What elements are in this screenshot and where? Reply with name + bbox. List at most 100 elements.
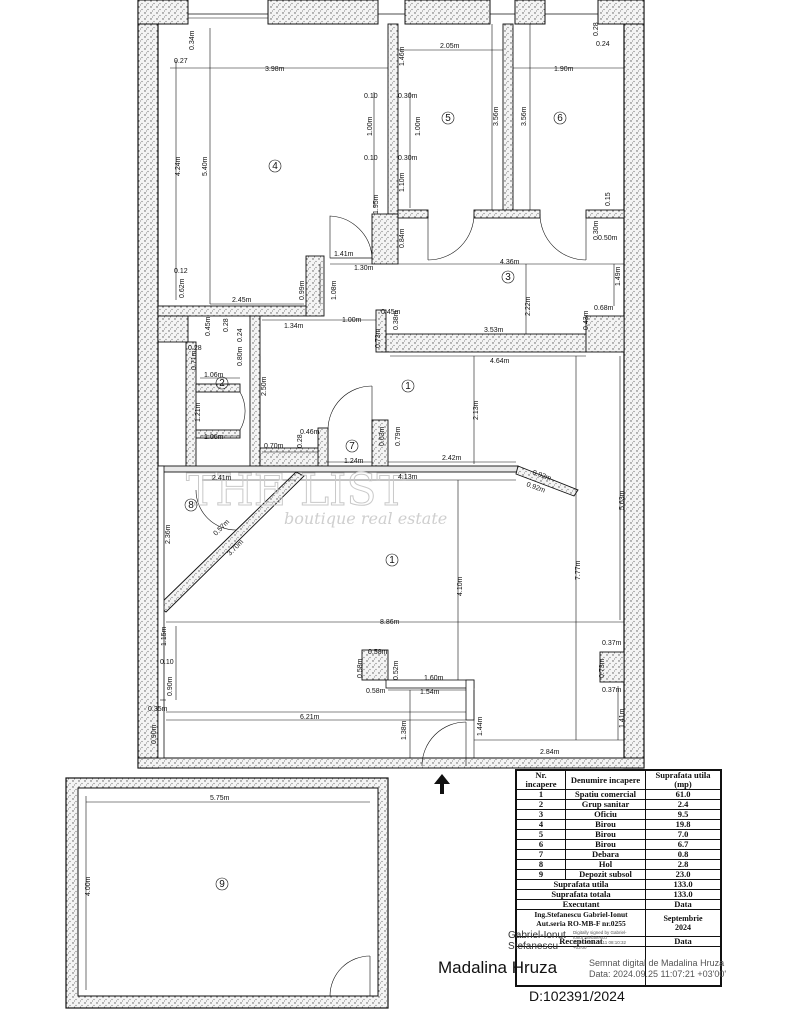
exterior-walls — [137, 0, 645, 769]
room-number-3: 3 — [505, 272, 511, 283]
dim-label: 1.60m — [424, 675, 444, 682]
digital-line2: Ionut Stefanescu — [573, 935, 607, 940]
dim-label: 0.10 — [160, 659, 174, 666]
dim-label: 0.30m — [398, 155, 418, 162]
legend-area: 2.8 — [645, 859, 721, 870]
dim-label: 0.12 — [174, 268, 188, 275]
legend-name: Spatiu comercial — [565, 789, 646, 800]
signature-name-line1: Gabriel-Ionut — [508, 930, 566, 941]
dim-label: 1.15m — [161, 626, 168, 646]
legend-util-value: 133.0 — [645, 879, 721, 890]
dim-label: 0.71m — [191, 350, 198, 370]
dim-label: 1.06m — [204, 434, 224, 441]
dim-label: 2.45m — [232, 297, 252, 304]
dim-label: 0.28 — [297, 434, 304, 448]
dim-label: 0.70m — [264, 443, 284, 450]
dim-label: 1.44m — [477, 716, 484, 736]
dim-label: 0.28 — [223, 318, 230, 332]
legend-header-area: Suprafata utila (mp) — [645, 770, 721, 790]
legend-util-label: Suprafata utila — [516, 879, 646, 890]
legend-nr: 1 — [516, 789, 566, 800]
dim-label: 1.00m — [415, 116, 422, 136]
room-number-9: 9 — [219, 879, 225, 890]
document-id: D:102391/2024 — [529, 988, 625, 1004]
legend-total-value: 133.0 — [645, 889, 721, 900]
dim-label: 4.36m — [500, 259, 520, 266]
dimension-lines — [160, 24, 624, 758]
room-number-7: 7 — [349, 441, 355, 452]
room-number-8: 8 — [188, 500, 194, 511]
legend-nr: 3 — [516, 809, 566, 820]
dim-label: 1.00m — [342, 317, 362, 324]
dim-label: 1.90m — [554, 66, 574, 73]
digital-line3: Date: 2024.09.11 08:10:32 — [573, 940, 626, 945]
dim-label: 2.05m — [440, 43, 460, 50]
dim-label: 0.28 — [593, 22, 600, 36]
legend-area: 23.0 — [645, 869, 721, 880]
digital-line1: Digitally signed by Gabriel- — [573, 930, 627, 935]
dim-label: 0.30m — [593, 220, 600, 240]
dim-label: 0.80m — [237, 346, 244, 366]
dim-label: 6.21m — [300, 714, 320, 721]
dim-label: 8.86m — [380, 619, 400, 626]
dim-label: 1.34m — [284, 323, 304, 330]
dim-label: 4.24m — [175, 156, 182, 176]
dim-label: 0.24 — [237, 328, 244, 342]
dim-label: 3.53m — [484, 327, 504, 334]
legend-name: Birou — [565, 839, 646, 850]
dim-label: 2.50m — [261, 376, 268, 396]
legend-name: Depozit subsol — [565, 869, 646, 880]
legend-series: Aut.seria RO-MB-F nr.0255 — [536, 919, 626, 928]
dim-label: 0.58m — [366, 688, 386, 695]
dim-label: 1.00m — [367, 116, 374, 136]
dim-label: 1.10m — [399, 172, 406, 192]
dim-label: 5.75m — [210, 795, 230, 802]
dim-label: 0.90m — [167, 676, 174, 696]
dim-label: 0.99m — [299, 280, 306, 300]
signer-note-line2: Data: 2024.09.25 11:07:21 +03'00' — [589, 969, 727, 979]
dim-label: 0.45m — [205, 316, 212, 336]
dim-label: 0.79m — [395, 426, 402, 446]
legend-nr: 4 — [516, 819, 566, 830]
legend-area: 0.8 — [645, 849, 721, 860]
entrance-arrow-icon — [434, 774, 450, 794]
dim-label: 3.56m — [493, 106, 500, 126]
dim-label: 0.57m — [212, 519, 231, 538]
dim-label: 0.30m — [398, 93, 418, 100]
dim-label: 0.50m — [598, 235, 618, 242]
legend-area: 2.4 — [645, 799, 721, 810]
dim-label: 0.37m — [602, 687, 622, 694]
dim-label: 0.34m — [189, 30, 196, 50]
dim-label: 0.68m — [594, 305, 614, 312]
dim-label: 0.73m — [599, 658, 606, 678]
dim-label: 0.10 — [364, 155, 378, 162]
signature-name-line2: Stefanescu — [508, 941, 559, 952]
dim-label: 0.27 — [174, 58, 188, 65]
legend-area: 61.0 — [645, 789, 721, 800]
brand-top-text: THE LIST — [186, 465, 406, 516]
room-legend-table: Nr. incapere Denumire incapere Suprafata… — [515, 769, 722, 987]
dim-label: 0.52m — [393, 660, 400, 680]
legend-header-nr: Nr. incapere — [516, 770, 566, 790]
room-numbers: 4 5 6 3 1 2 7 8 1 9 — [184, 111, 567, 891]
room-number-1a: 1 — [405, 381, 411, 392]
interior-walls — [157, 23, 625, 759]
legend-nr: 2 — [516, 799, 566, 810]
dim-label: 0.90m — [151, 724, 158, 744]
basement-plan — [65, 777, 389, 1009]
dim-label: 0.43m — [583, 310, 590, 330]
dim-label: 0.45m — [381, 309, 401, 316]
dim-label: 0.10 — [364, 93, 378, 100]
digital-signature-note: Digitally signed by Gabriel- Ionut Stefa… — [573, 930, 643, 950]
dim-label: 2.42m — [442, 455, 462, 462]
dim-label: 2.41m — [212, 475, 232, 482]
dim-label: 1.49m — [615, 266, 622, 286]
legend-nr: 6 — [516, 839, 566, 850]
legend-name: Birou — [565, 829, 646, 840]
